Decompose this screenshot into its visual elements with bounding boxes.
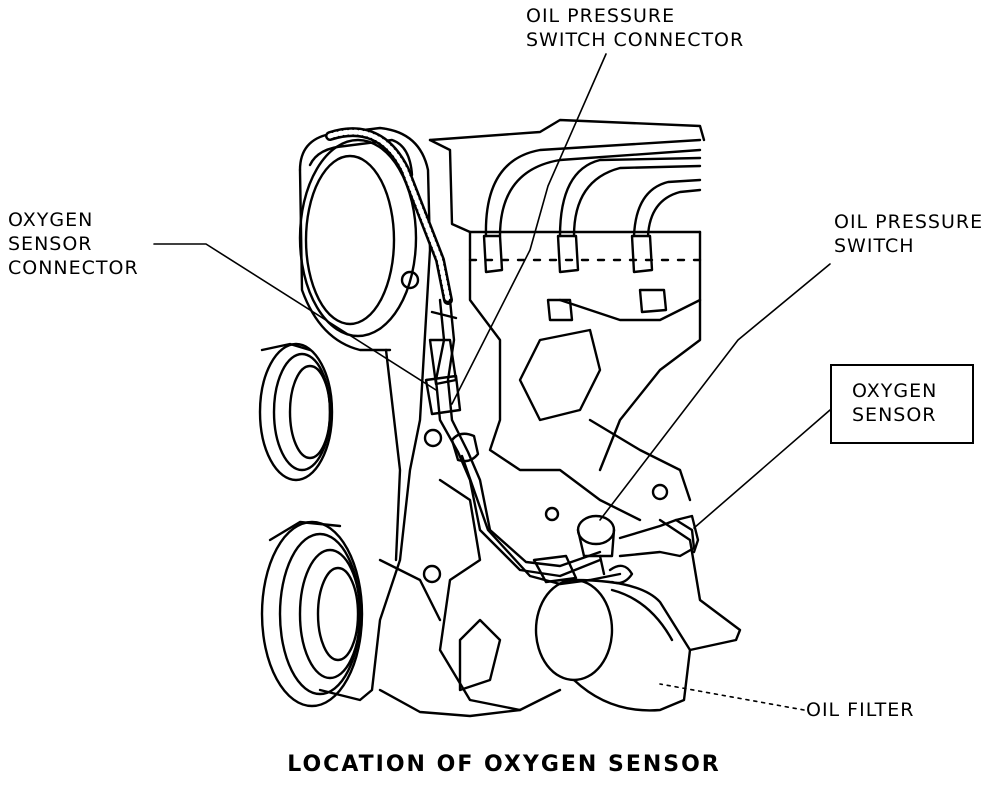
label-text: SWITCH (834, 235, 915, 257)
label-text: CONNECTOR (8, 257, 139, 279)
label-text: SENSOR (8, 233, 93, 255)
cam-pulley (298, 138, 418, 338)
harness-sleeve (325, 127, 453, 305)
leader-oil-filter (659, 683, 805, 711)
bolts (400, 270, 669, 584)
engine-block (378, 118, 742, 718)
label-text: SWITCH CONNECTOR (526, 29, 745, 51)
oil-filter-part (534, 578, 692, 712)
label-oxygen-sensor-connector: OXYGEN SENSOR CONNECTOR (8, 208, 139, 280)
label-text: OIL PRESSURE (834, 211, 984, 233)
label-text: OXYGEN (8, 209, 94, 231)
crank-pulley-upper (258, 342, 334, 482)
figure-caption: LOCATION OF OXYGEN SENSOR (287, 752, 721, 777)
oil-pressure-switch-part (576, 514, 616, 576)
leader-oxygen-sensor-connector (153, 243, 437, 391)
label-oil-filter: OIL FILTER (806, 699, 915, 721)
leader-oxygen-sensor (693, 409, 831, 529)
crank-pulley-lower (260, 520, 364, 708)
timing-belt-cover (298, 126, 432, 702)
label-text: SENSOR (852, 404, 937, 426)
label-text: OXYGEN (852, 380, 938, 402)
oxygen-sensor-part (608, 514, 700, 585)
label-oxygen-sensor-box: OXYGEN SENSOR (830, 364, 974, 444)
label-oil-pressure-switch-connector: OIL PRESSURE SWITCH CONNECTOR (526, 4, 744, 52)
leader-oil-pressure-switch (599, 263, 831, 521)
label-oil-pressure-switch: OIL PRESSURE SWITCH (834, 210, 983, 258)
leader-lines (153, 53, 831, 711)
wiring-harness (424, 298, 622, 586)
label-text: OIL PRESSURE (526, 5, 676, 27)
leader-oil-pressure-switch-connector (451, 53, 607, 405)
spark-plug-wires (482, 138, 702, 322)
